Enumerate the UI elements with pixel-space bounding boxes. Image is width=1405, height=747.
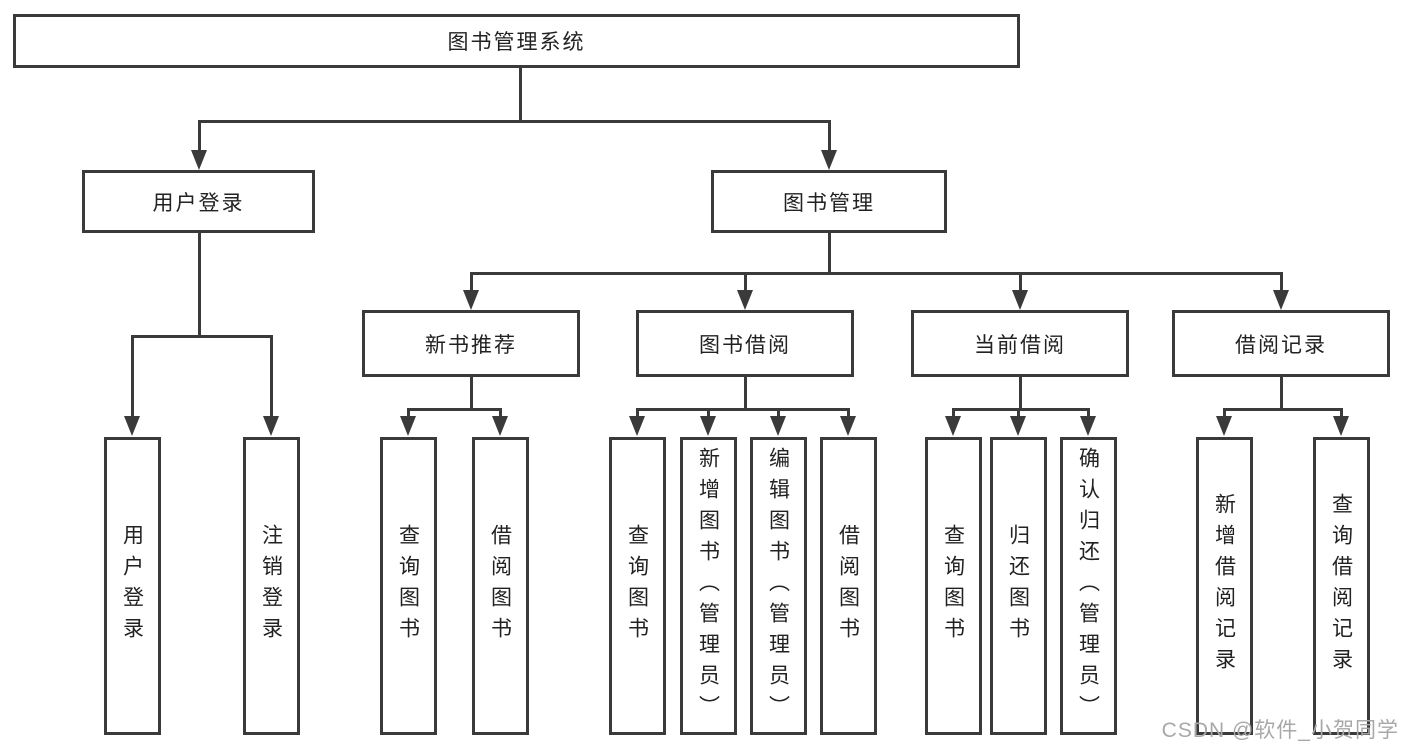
arrowhead-down-icon [737, 290, 753, 310]
connector-vline [518, 68, 522, 123]
node-user-login-label: 用户登录 [152, 191, 245, 215]
arrowhead-down-icon [463, 290, 479, 310]
connector-stem [635, 408, 639, 418]
arrowhead-down-icon [400, 416, 416, 436]
connector-stem [1086, 408, 1090, 418]
connector-bar [130, 335, 273, 338]
connector-stem [498, 408, 502, 418]
node-root-label: 图书管理系统 [447, 31, 586, 54]
arrowhead-down-icon [1216, 416, 1232, 436]
node-current-borrowing-label: 当前借阅 [974, 333, 1066, 357]
connector-vline [743, 377, 747, 411]
connector-stem [743, 272, 747, 291]
arrowhead-down-icon [945, 416, 961, 436]
node-book-borrowing: 图书借阅 [636, 310, 854, 377]
arrowhead-down-icon [191, 150, 207, 170]
connector-bar [197, 120, 831, 123]
connector-vline [469, 377, 473, 411]
leaf-user-login-label: 用户登录 [120, 524, 144, 648]
leaf-query-borrow-record-label: 查询借阅记录 [1329, 493, 1353, 679]
connector-stem [197, 120, 201, 152]
leaf-add-book-admin-label: 新增图书（管理员） [696, 446, 720, 726]
connector-stem [706, 408, 710, 418]
leaf-edit-book-admin-label: 编辑图书（管理员） [766, 446, 790, 726]
node-new-book-recommend-label: 新书推荐 [425, 333, 517, 357]
leaf-query-books-borrowing-label: 查询图书 [625, 524, 649, 648]
node-book-borrowing-label: 图书借阅 [699, 333, 791, 357]
leaf-confirm-return-admin: 确认归还（管理员） [1059, 437, 1117, 735]
node-user-login: 用户登录 [82, 170, 315, 233]
connector-stem [1279, 272, 1283, 291]
arrowhead-down-icon [492, 416, 508, 436]
arrowhead-down-icon [629, 416, 645, 436]
leaf-add-borrow-record-label: 新增借阅记录 [1212, 493, 1236, 679]
node-root: 图书管理系统 [13, 14, 1020, 68]
arrowhead-down-icon [821, 150, 837, 170]
connector-stem [827, 120, 831, 152]
node-new-book-recommend: 新书推荐 [362, 310, 580, 377]
connector-vline [827, 233, 831, 275]
leaf-confirm-return-admin-label: 确认归还（管理员） [1076, 446, 1100, 726]
leaf-logout-label: 注销登录 [259, 524, 283, 648]
leaf-return-book-label: 归还图书 [1006, 524, 1030, 648]
arrowhead-down-icon [1080, 416, 1096, 436]
leaf-borrow-books-recommend-label: 借阅图书 [488, 524, 512, 648]
connector-bar [406, 408, 502, 411]
connector-stem [846, 408, 850, 418]
csdn-watermark: CSDN @软件_小贺同学 [1161, 719, 1399, 742]
connector-stem [1222, 408, 1226, 418]
arrowhead-down-icon [700, 416, 716, 436]
connector-bar [1222, 408, 1343, 411]
node-borrow-records: 借阅记录 [1172, 310, 1390, 377]
arrowhead-down-icon [1273, 290, 1289, 310]
connector-stem [130, 335, 134, 417]
connector-vline [197, 233, 201, 338]
leaf-logout: 注销登录 [242, 437, 300, 735]
leaf-query-borrow-record: 查询借阅记录 [1312, 437, 1370, 735]
arrowhead-down-icon [770, 416, 786, 436]
connector-bar [469, 272, 1283, 275]
node-current-borrowing: 当前借阅 [911, 310, 1129, 377]
leaf-borrow-books-recommend: 借阅图书 [471, 437, 529, 735]
leaf-add-borrow-record: 新增借阅记录 [1195, 437, 1253, 735]
leaf-borrow-books: 借阅图书 [819, 437, 877, 735]
arrowhead-down-icon [1012, 290, 1028, 310]
leaf-edit-book-admin: 编辑图书（管理员） [749, 437, 807, 735]
connector-stem [1016, 408, 1020, 418]
arrowhead-down-icon [124, 416, 140, 436]
leaf-borrow-books-label: 借阅图书 [836, 524, 860, 648]
node-book-management-label: 图书管理 [783, 191, 875, 215]
node-borrow-records-label: 借阅记录 [1235, 333, 1327, 357]
connector-stem [951, 408, 955, 418]
arrowhead-down-icon [840, 416, 856, 436]
leaf-query-books-borrowing: 查询图书 [608, 437, 666, 735]
arrowhead-down-icon [1010, 416, 1026, 436]
leaf-user-login: 用户登录 [103, 437, 161, 735]
connector-vline [1279, 377, 1283, 411]
connector-stem [1339, 408, 1343, 418]
leaf-add-book-admin: 新增图书（管理员） [679, 437, 737, 735]
connector-stem [776, 408, 780, 418]
node-book-management: 图书管理 [711, 170, 947, 233]
arrowhead-down-icon [1333, 416, 1349, 436]
arrowhead-down-icon [263, 416, 279, 436]
connector-stem [406, 408, 410, 418]
connector-vline [1018, 377, 1022, 411]
leaf-query-books-current-label: 查询图书 [941, 524, 965, 648]
connector-stem [469, 272, 473, 291]
connector-stem [1018, 272, 1022, 291]
leaf-return-book: 归还图书 [989, 437, 1047, 735]
connector-stem [269, 335, 273, 417]
connector-bar [951, 408, 1090, 411]
leaf-query-books-current: 查询图书 [924, 437, 982, 735]
leaf-query-books-recommend: 查询图书 [379, 437, 437, 735]
connector-bar [635, 408, 850, 411]
leaf-query-books-recommend-label: 查询图书 [396, 524, 420, 648]
